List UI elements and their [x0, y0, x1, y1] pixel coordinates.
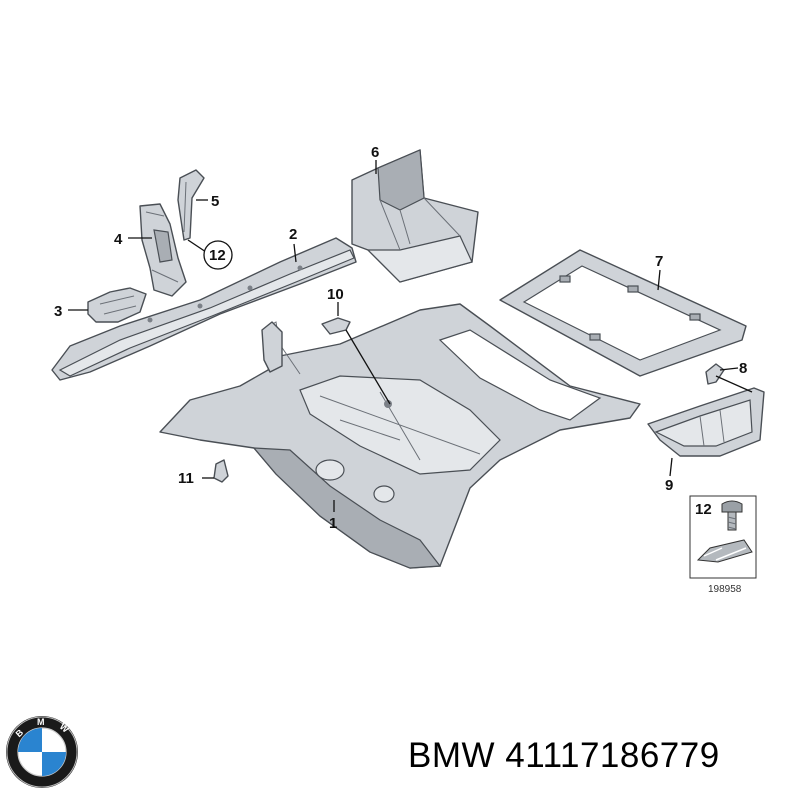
part-4-pillar-bracket	[139, 203, 187, 297]
brand-name: BMW	[408, 736, 496, 775]
callout-9: 9	[665, 477, 673, 494]
svg-text:B: B	[14, 727, 26, 739]
part-3-bracket	[87, 287, 147, 323]
diagram-reference-number: 198958	[708, 584, 742, 595]
callout-3: 3	[54, 303, 62, 320]
callout-2: 2	[289, 226, 297, 243]
callout-6: 6	[371, 144, 379, 161]
callout-10: 10	[327, 286, 344, 303]
part-10-clip	[321, 317, 351, 335]
legend-callout-12: 12	[695, 501, 712, 518]
part-8-clip	[705, 363, 725, 385]
bmw-logo: B M W	[6, 716, 78, 788]
bolt-icon	[721, 500, 743, 531]
leader-lines	[68, 160, 753, 512]
callout-12: 12	[209, 247, 226, 264]
callout-5: 5	[211, 193, 219, 210]
part-11-pin	[213, 459, 229, 483]
callout-1: 1	[329, 515, 337, 532]
callout-12-circle: 12	[203, 240, 233, 270]
callout-7: 7	[655, 253, 663, 270]
part-2-sill-rail	[51, 237, 357, 381]
part-5-bracket	[177, 169, 205, 241]
part-number-caption: BMW 41117186779	[408, 736, 720, 776]
part-number: 41117186779	[505, 736, 720, 775]
direction-arrow-icon	[696, 539, 753, 563]
callout-8: 8	[739, 360, 747, 377]
callout-11: 11	[178, 470, 194, 487]
svg-text:M: M	[37, 717, 45, 727]
part-9-tray-bracket	[647, 387, 765, 457]
part-1-floor-pan	[159, 303, 641, 569]
callout-4: 4	[114, 231, 123, 248]
part-7-frame	[499, 249, 747, 377]
part-6-box-bracket	[351, 149, 479, 283]
legend-box: 12	[689, 495, 757, 579]
